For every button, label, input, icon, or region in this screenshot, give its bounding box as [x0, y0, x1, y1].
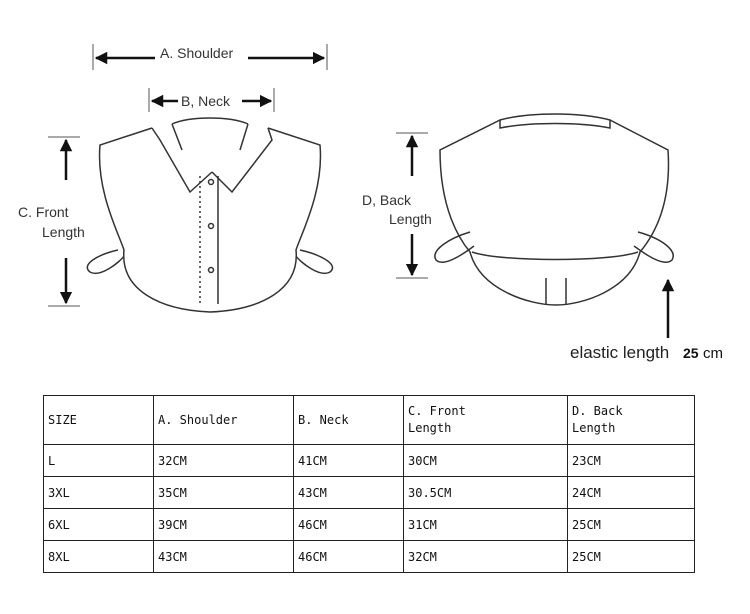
- collar-size-diagram: A. Shoulder B, Neck C. Front Length D, B…: [18, 44, 723, 362]
- cell-shoulder: 32CM: [153, 444, 294, 477]
- cell-back-length: 25CM: [567, 508, 695, 541]
- cell-front-length: 30.5CM: [403, 476, 568, 509]
- cell-neck: 46CM: [293, 508, 404, 541]
- header-back-length: D. Back Length: [567, 395, 695, 445]
- front-length-label-line2: Length: [42, 224, 85, 240]
- back-length-label-line1: D, Back: [362, 192, 412, 208]
- cell-front-length: 32CM: [403, 540, 568, 573]
- cell-back-length: 23CM: [567, 444, 695, 477]
- header-neck: B. Neck: [293, 395, 404, 445]
- front-length-dimension: [48, 136, 80, 307]
- shoulder-label: A. Shoulder: [160, 45, 233, 61]
- elastic-length-unit: cm: [703, 345, 723, 362]
- cell-neck: 43CM: [293, 476, 404, 509]
- table-row: 3XL 35CM 43CM 30.5CM 24CM: [43, 476, 695, 509]
- front-length-label-line1: C. Front: [18, 204, 69, 220]
- table-row: 8XL 43CM 46CM 32CM 25CM: [43, 540, 695, 573]
- elastic-length-value: 25: [683, 345, 699, 361]
- cell-neck: 46CM: [293, 540, 404, 573]
- cell-back-length: 25CM: [567, 540, 695, 573]
- table-row: L 32CM 41CM 30CM 23CM: [43, 444, 695, 477]
- elastic-length-label: elastic length: [570, 343, 669, 362]
- cell-shoulder: 35CM: [153, 476, 294, 509]
- cell-shoulder: 39CM: [153, 508, 294, 541]
- back-collar-illustration: [434, 113, 674, 306]
- header-front-length: C. Front Length: [403, 395, 568, 445]
- cell-size: 8XL: [43, 540, 154, 573]
- back-length-label-line2: Length: [389, 211, 432, 227]
- cell-shoulder: 43CM: [153, 540, 294, 573]
- cell-front-length: 31CM: [403, 508, 568, 541]
- header-size: SIZE: [43, 395, 154, 445]
- table-header-row: SIZE A. Shoulder B. Neck C. Front Length…: [43, 395, 695, 445]
- cell-back-length: 24CM: [567, 476, 695, 509]
- cell-size: 6XL: [43, 508, 154, 541]
- cell-size: L: [43, 444, 154, 477]
- cell-front-length: 30CM: [403, 444, 568, 477]
- shoulder-dimension: [92, 44, 328, 70]
- cell-neck: 41CM: [293, 444, 404, 477]
- header-shoulder: A. Shoulder: [153, 395, 294, 445]
- neck-label: B, Neck: [181, 93, 231, 109]
- back-length-dimension: [396, 132, 428, 279]
- cell-size: 3XL: [43, 476, 154, 509]
- neck-dimension: [148, 88, 275, 112]
- table-row: 6XL 39CM 46CM 31CM 25CM: [43, 508, 695, 541]
- size-chart-table: SIZE A. Shoulder B. Neck C. Front Length…: [43, 395, 695, 573]
- front-collar-illustration: [86, 117, 334, 313]
